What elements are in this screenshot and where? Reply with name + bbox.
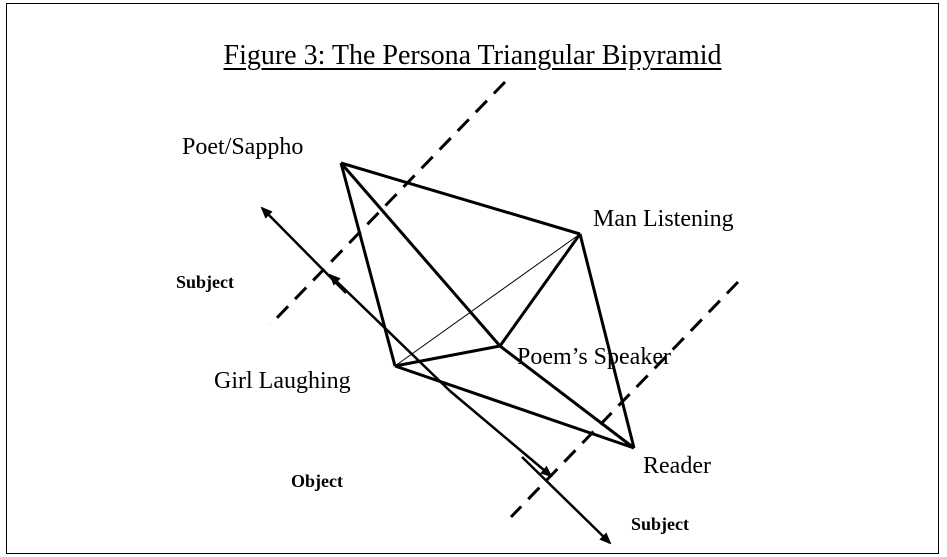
node-label-man: Man Listening (593, 206, 734, 232)
node-label-girl: Girl Laughing (214, 368, 351, 394)
axis-label-subject-bottom: Subject (631, 514, 689, 534)
node-label-reader: Reader (643, 453, 711, 479)
edge-speaker-reader (499, 344, 635, 450)
arrow-main-upper (328, 273, 451, 392)
edge-poet-man (340, 161, 581, 236)
node-label-poet: Poet/Sappho (182, 134, 304, 160)
axis-label-subject-left: Subject (176, 272, 234, 292)
edge-poet-girl (339, 162, 397, 367)
edge-man-reader (578, 233, 636, 449)
node-label-speaker: Poem’s Speaker (517, 344, 671, 370)
figure-title: Figure 3: The Persona Triangular Bipyram… (223, 40, 722, 71)
edge-girl-reader (394, 364, 635, 450)
edge-speaker-man (498, 233, 582, 347)
edge-girl-speaker (394, 344, 501, 368)
arrow-main-lower (449, 390, 553, 478)
edge-girl-man-thin (394, 233, 581, 367)
axis-label-object: Object (291, 471, 343, 491)
arrow-subject-lower (521, 456, 612, 545)
edge-poet-speaker (339, 162, 502, 347)
dashed-separator-lower (509, 280, 740, 519)
figure-frame: Figure 3: The Persona Triangular Bipyram… (6, 3, 939, 554)
arrow-subject-upper (260, 206, 347, 294)
dashed-separator-upper (268, 80, 507, 327)
